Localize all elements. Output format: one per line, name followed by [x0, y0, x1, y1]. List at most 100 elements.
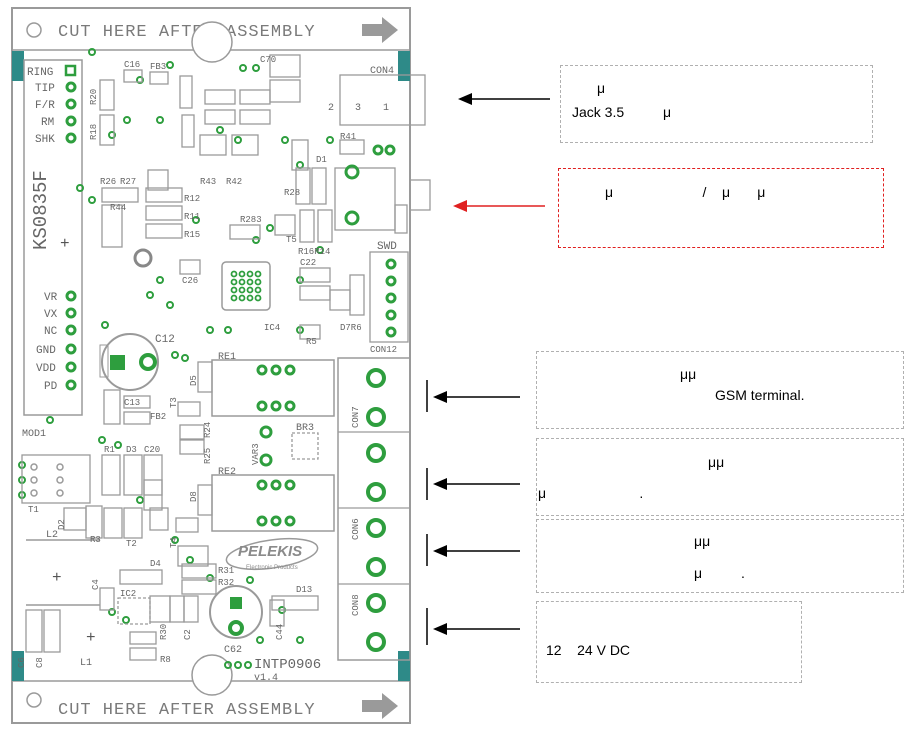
- pin-fr-label: F/R: [35, 100, 55, 112]
- c12-band: [99, 344, 109, 378]
- br3-bridge: [291, 432, 319, 460]
- svg-text:R28: R28: [284, 188, 300, 198]
- r13-resistor: [394, 204, 408, 234]
- pelekis-logo: PELEKIS Electronic Products: [225, 537, 319, 571]
- c62-label: C62: [224, 645, 242, 656]
- con4-label: CON4: [370, 66, 394, 77]
- svg-text:C2: C2: [183, 629, 193, 640]
- swd-label: SWD: [377, 241, 397, 253]
- svg-text:C20: C20: [144, 445, 160, 455]
- crystal: [133, 248, 153, 268]
- callout-gsm-line2: GSM terminal.: [715, 387, 805, 403]
- svg-text:R31: R31: [218, 566, 234, 576]
- svg-text:C16: C16: [124, 60, 140, 70]
- led-housing: [409, 179, 431, 211]
- svg-text:C6: C6: [17, 657, 27, 668]
- svg-text:R20: R20: [89, 89, 99, 105]
- svg-text:R12: R12: [184, 194, 200, 204]
- board-name: INTP0906: [254, 657, 321, 673]
- terminal-pads: [366, 368, 386, 652]
- vias: [18, 48, 334, 669]
- plus-mark: +: [60, 235, 70, 253]
- inductor-l2: L2 +: [26, 530, 100, 606]
- upper-components: [99, 54, 426, 340]
- mod1-label: MOD1: [22, 429, 46, 440]
- bottom-banner-text: CUT HERE AFTER ASSEMBLY: [58, 701, 316, 720]
- c12-pad-round: [139, 353, 157, 371]
- var3-label: VAR3: [251, 443, 261, 465]
- left-pads-bottom: [65, 290, 77, 391]
- con4-pad-b: [384, 144, 396, 156]
- logo-text: PELEKIS: [238, 543, 302, 560]
- terminal-separators: [338, 431, 410, 585]
- svg-text:T5: T5: [286, 235, 297, 245]
- top-screw-icon: [26, 22, 42, 38]
- terminal-block-outline: [337, 357, 411, 661]
- bottom-arrow-icon: [362, 693, 398, 719]
- re1-pads: [256, 364, 296, 412]
- pin-shk-label: SHK: [35, 134, 55, 146]
- svg-text:T1: T1: [28, 505, 39, 515]
- component-labels: C16 FB3 C70 R20 R18 R43 R42 R41 D1 R28 R…: [17, 55, 362, 668]
- svg-text:T2: T2: [126, 539, 137, 549]
- pin-gnd-label: GND: [36, 345, 56, 357]
- svg-text:R3: R3: [90, 535, 101, 545]
- svg-text:D3: D3: [126, 445, 137, 455]
- svg-text:R24: R24: [203, 422, 213, 438]
- arrow-power: [426, 608, 520, 645]
- svg-text:R283: R283: [240, 215, 262, 225]
- callout-relay1-line1: μμ: [708, 454, 725, 470]
- svg-text:D5: D5: [189, 375, 199, 386]
- pin-vx-label: VX: [44, 309, 58, 321]
- svg-text:R44: R44: [110, 203, 126, 213]
- led-pad-a: [344, 164, 360, 180]
- con4-pad-a: [372, 144, 384, 156]
- con4-pin-1: 1: [383, 103, 389, 114]
- arrow-relay2: [426, 534, 520, 566]
- svg-text:D13: D13: [296, 585, 312, 595]
- svg-text:C4: C4: [91, 579, 101, 590]
- led-pad-b: [344, 210, 360, 226]
- top-arrow-icon: [362, 17, 398, 43]
- re1-label: RE1: [218, 352, 236, 363]
- con7-label: CON7: [351, 406, 361, 428]
- svg-text:IC4: IC4: [264, 323, 280, 333]
- svg-text:R43: R43: [200, 177, 216, 187]
- con6-label: CON6: [351, 518, 361, 540]
- tab-top-right: [398, 51, 410, 81]
- con12-label: CON12: [370, 345, 397, 355]
- callout-jack-line2: Jack 3.5 μ: [572, 104, 672, 120]
- pin-vr-label: VR: [44, 292, 58, 304]
- c12-pad-square: [110, 355, 125, 370]
- callout-gsm-line1: μμ: [680, 366, 697, 382]
- callout-power: [536, 601, 802, 683]
- arrow-relay1: [426, 468, 520, 500]
- pin-pd-label: PD: [44, 381, 58, 393]
- callout-gsm: [536, 351, 904, 429]
- svg-text:FB3: FB3: [150, 62, 166, 72]
- re2-pads: [256, 479, 296, 527]
- l1-label: L1: [80, 658, 92, 669]
- callout-led-line1: μ / μ μ: [605, 184, 766, 200]
- svg-text:D8: D8: [189, 491, 199, 502]
- callout-relay1: [536, 438, 904, 516]
- var3-varistor-pad-b: [259, 453, 273, 467]
- tab-top-left: [12, 51, 24, 81]
- svg-text:D7R6: D7R6: [340, 323, 362, 333]
- c12-label: C12: [155, 334, 175, 346]
- left-pins-bottom: VR VX NC GND VDD PD: [36, 292, 58, 393]
- arrow-gsm: [426, 380, 520, 412]
- module-outline: [23, 59, 83, 416]
- svg-text:C26: C26: [182, 276, 198, 286]
- svg-text:D4: D4: [150, 559, 161, 569]
- l2-label: L2: [46, 530, 58, 541]
- pin-vdd-label: VDD: [36, 363, 56, 375]
- terminal-labels: CON7 CON6 CON8: [351, 406, 361, 616]
- svg-text:C13: C13: [124, 398, 140, 408]
- callout-relay1-line2: μ .: [538, 485, 644, 501]
- svg-text:IC2: IC2: [120, 589, 136, 599]
- svg-text:R26: R26: [100, 177, 116, 187]
- c12-capacitor: [101, 333, 159, 391]
- c62-pad-square: [230, 597, 242, 609]
